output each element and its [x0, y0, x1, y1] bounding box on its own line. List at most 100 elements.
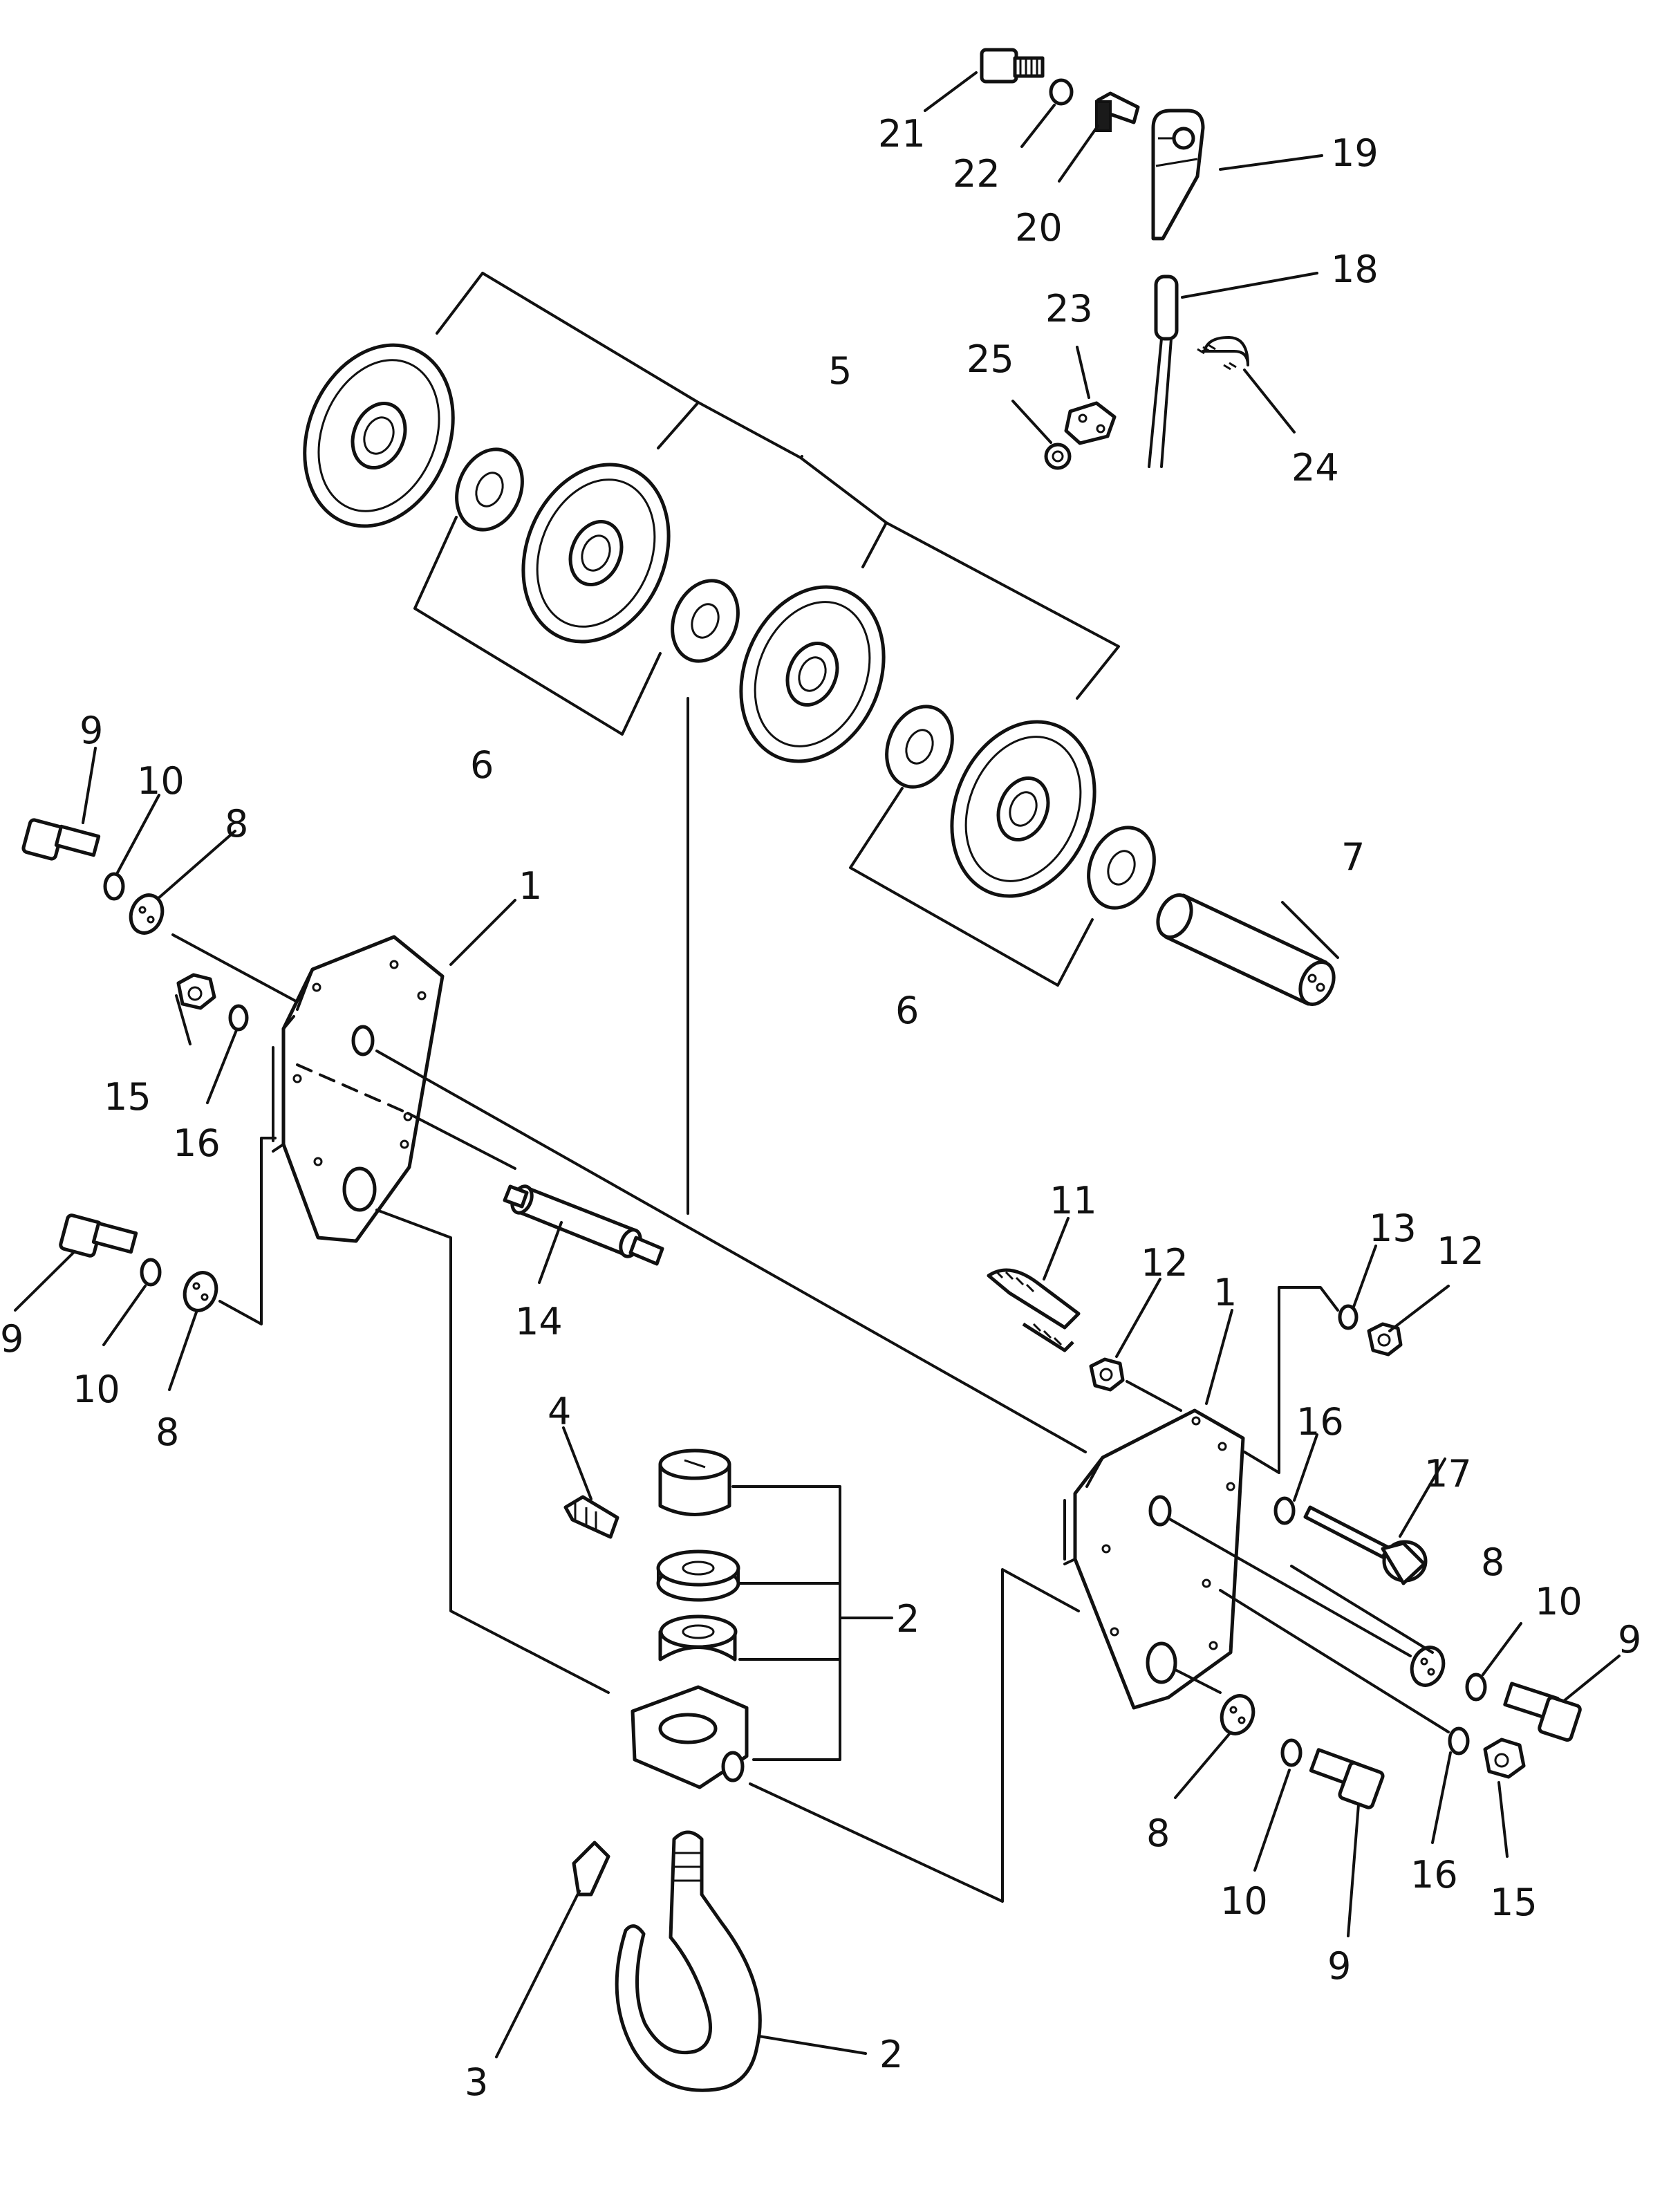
line-right-plate-to-washer	[1174, 1668, 1222, 1694]
part-5-sheave-3	[739, 585, 886, 763]
part-25-nut	[1044, 443, 1072, 470]
part-5-sheave-1	[303, 343, 455, 528]
callout-label: 8	[156, 1410, 179, 1454]
callout-label: 22	[953, 152, 1000, 196]
callout-label: 19	[1331, 131, 1379, 175]
part-11-spring	[987, 1268, 1081, 1352]
callout-label: 21	[878, 112, 926, 156]
callout-label: 17	[1424, 1452, 1472, 1496]
line-to-spacer	[407, 1112, 516, 1170]
callout-label: 24	[1291, 446, 1339, 490]
bracket-6-right	[849, 787, 1094, 987]
part-1-side-plate-right	[1063, 1408, 1245, 1710]
part-9-bolt-upper-left	[21, 818, 101, 861]
callout-labels: 21 22 20 19 18 23 25 24 5 6 6 7 9 10 8 1…	[0, 112, 1641, 2104]
callout-label: 3	[465, 2060, 488, 2104]
part-19-lever	[1151, 109, 1205, 241]
part-12-nut-right-a	[1089, 1357, 1125, 1392]
callout-label: 16	[1296, 1400, 1344, 1444]
part-2-nut	[658, 1449, 731, 1516]
part-2-crosshead	[631, 1685, 749, 1789]
line-lower-plate-to-swivel	[375, 1209, 610, 1694]
leader-lines	[14, 71, 1621, 2058]
part-1-side-plate-left	[272, 935, 445, 1243]
callout-label: 14	[515, 1300, 563, 1343]
part-10-lockwasher-upper-left	[103, 872, 125, 901]
part-17-pin	[1303, 1505, 1428, 1585]
line-right-plate-to-pin	[1167, 1517, 1412, 1657]
callout-label: 25	[967, 337, 1014, 381]
part-6-bearing-2	[671, 579, 740, 663]
callout-label: 15	[104, 1075, 151, 1119]
callout-label: 13	[1369, 1207, 1417, 1250]
callout-label: 11	[1049, 1179, 1097, 1222]
bracket-5	[436, 272, 1120, 700]
line-upper-plate-to-right	[375, 1050, 1087, 1453]
part-8-washer-right-lower	[1220, 1694, 1256, 1735]
line-swivel-to-right	[749, 1568, 1080, 1903]
line-right-plate-to-nut	[1219, 1589, 1450, 1733]
callout-label: 16	[1410, 1853, 1458, 1897]
part-16-lockwasher-right-lower	[1448, 1726, 1470, 1755]
callout-label: 16	[173, 1121, 221, 1165]
callout-label: 2	[879, 2033, 903, 2076]
part-20-pin	[1095, 91, 1140, 132]
part-23-plate	[1064, 401, 1117, 445]
callout-label: 20	[1015, 206, 1063, 250]
part-16-lockwasher-left	[228, 1004, 249, 1032]
part-2-thrust-bearing	[658, 1614, 738, 1661]
part-9-bolt-right-upper	[1503, 1682, 1582, 1742]
part-22-washer	[1049, 78, 1074, 106]
part-10-lockwasher-right-upper	[1465, 1673, 1487, 1702]
part-13-lockwasher	[1338, 1304, 1359, 1330]
part-2-thrust-washer	[656, 1549, 740, 1602]
callout-label: 2	[896, 1597, 920, 1641]
callout-label: 7	[1341, 835, 1365, 879]
part-7-shaft	[1156, 893, 1336, 1006]
part-8-washer-right-upper	[1410, 1646, 1446, 1687]
part-6-bearing-1	[455, 447, 524, 532]
callout-label: 1	[519, 864, 542, 908]
part-6-bearing-4	[1087, 826, 1156, 910]
part-10-lockwasher-right-lower	[1280, 1738, 1303, 1767]
callout-label: 8	[1481, 1540, 1504, 1584]
callout-label: 4	[548, 1390, 571, 1433]
part-8-washer-upper-left	[129, 893, 165, 935]
callout-label: 23	[1045, 287, 1093, 330]
leader-lower-left-bolt	[218, 1137, 277, 1325]
callout-label: 9	[80, 709, 103, 752]
part-21-bolt	[980, 48, 1045, 84]
leader-12a	[1126, 1380, 1182, 1412]
callout-label: 10	[137, 759, 185, 803]
part-9-bolt-right-lower	[1309, 1748, 1385, 1809]
callout-label: 1	[1213, 1271, 1237, 1314]
callout-label: 12	[1437, 1229, 1484, 1273]
bracket-2	[731, 1485, 893, 1761]
part-18-rod	[1148, 274, 1179, 468]
callout-label: 10	[1220, 1879, 1268, 1923]
callout-label: 15	[1490, 1881, 1538, 1924]
part-9-bolt-lower-left	[59, 1213, 138, 1258]
callout-label: 6	[895, 989, 919, 1032]
part-15-nut-right	[1483, 1738, 1526, 1779]
callout-label: 8	[1146, 1812, 1170, 1855]
part-10-lockwasher-lower-left	[140, 1258, 162, 1287]
part-3-latch	[572, 1841, 610, 1897]
part-5-sheave-4	[950, 720, 1096, 898]
callout-label: 6	[470, 743, 494, 787]
part-24-ubolt	[1197, 336, 1249, 371]
part-14-spacer	[503, 1184, 664, 1266]
callout-label: 12	[1141, 1241, 1188, 1285]
line-shaft-through-plates	[171, 933, 297, 1003]
part-16-lockwasher-right-upper	[1273, 1496, 1296, 1525]
part-6-bearing-3	[885, 705, 954, 789]
part-8-washer-lower-left	[183, 1271, 218, 1312]
callout-label: 9	[0, 1317, 24, 1361]
bracket-6-left	[413, 516, 662, 736]
callout-label: 8	[225, 802, 248, 846]
callout-label: 10	[1535, 1580, 1583, 1623]
callout-label: 9	[1327, 1944, 1351, 1988]
part-2-hook	[615, 1830, 762, 2092]
part-4-grease-fitting	[563, 1495, 619, 1539]
